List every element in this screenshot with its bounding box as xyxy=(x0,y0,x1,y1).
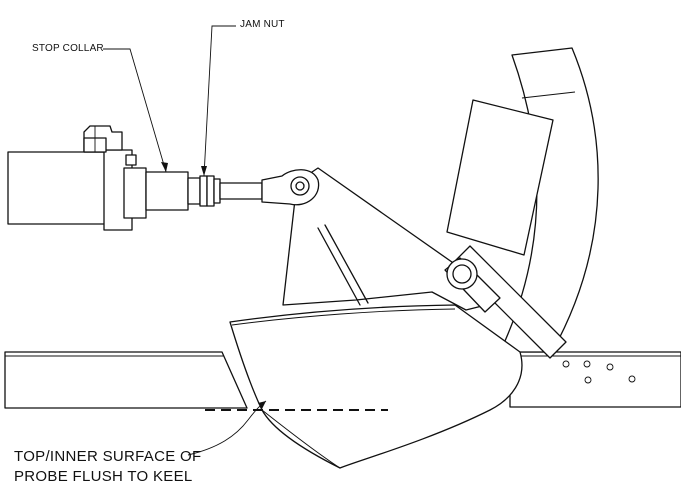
keel-left xyxy=(4,351,248,409)
keel-right xyxy=(509,351,681,408)
leader-jam-nut xyxy=(201,25,236,177)
stop-collar-label: STOP COLLAR xyxy=(32,43,104,54)
jam-nut-label: JAM NUT xyxy=(240,19,285,30)
leader-note xyxy=(187,400,267,456)
sensor-block xyxy=(446,99,554,256)
bolt-hole xyxy=(628,375,636,383)
leader-stop-collar xyxy=(103,48,168,173)
probe-fin xyxy=(229,304,523,469)
actuator-body xyxy=(7,125,147,231)
stop-collar xyxy=(145,171,201,211)
note-line-2: PROBE FLUSH TO KEEL xyxy=(14,468,193,485)
bolt-hole xyxy=(584,376,592,384)
bolt-hole xyxy=(562,360,570,368)
note-line-1: TOP/INNER SURFACE OF xyxy=(14,448,202,465)
pivot-arm xyxy=(444,245,567,359)
jam-nut xyxy=(199,175,221,207)
rod-end xyxy=(219,169,320,206)
bolt-hole xyxy=(583,360,591,368)
bolt-hole xyxy=(606,363,614,371)
